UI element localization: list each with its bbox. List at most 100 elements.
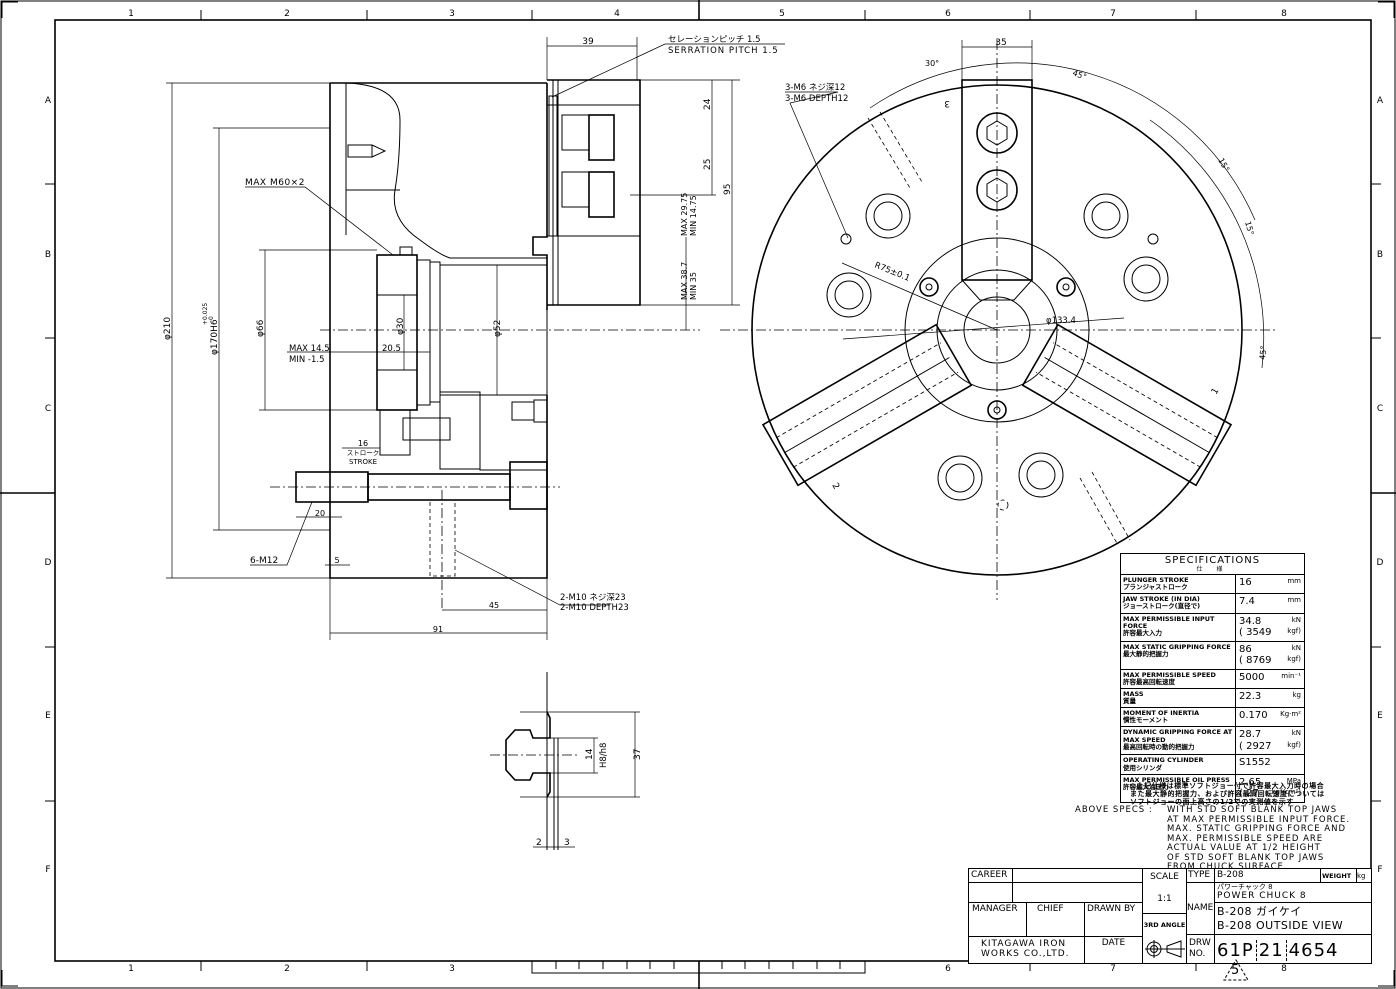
angle-30: 30° — [925, 59, 939, 68]
career-label: CAREER — [969, 869, 1013, 883]
spec-label-en: JAW STROKE (IN DIA) — [1123, 595, 1200, 604]
spec-value: 2.65 — [1239, 776, 1262, 788]
weight-unit: kg — [1357, 869, 1371, 883]
spec-value-cell: 22.3 kg — [1236, 689, 1304, 707]
name-label: NAME — [1187, 883, 1215, 935]
drawing-title: B-208 ガイケイ B-208 OUTSIDE VIEW — [1215, 903, 1371, 935]
zone-row-b-right: B — [1377, 250, 1383, 260]
stroke-label-jp: ストローク — [347, 449, 380, 457]
spec-label-jp: 最高回転時の動的把握力 — [1123, 742, 1195, 751]
dim-3: 3 — [564, 838, 570, 848]
spec-unit-alt: kgf) — [1287, 655, 1301, 664]
spec-label-jp: 質量 — [1123, 696, 1136, 705]
spec-label-jp: 使用シリンダ — [1123, 763, 1162, 772]
notes-label: ABOVE SPECS : — [1075, 805, 1153, 815]
spec-label-jp: 慣性モーメント — [1123, 716, 1169, 725]
type-value: B-208 — [1215, 869, 1321, 883]
m10-label-jp: 2-M10 ネジ深23 — [560, 593, 626, 603]
zone-col-2: 2 — [284, 9, 290, 19]
zone-row-c: C — [45, 404, 51, 414]
zone-col-3: 3 — [449, 9, 455, 19]
projection-symbol — [1143, 936, 1187, 963]
notes-jp-line: ソフトジョーの面上高さの1/2での実測値を示す — [1130, 798, 1294, 806]
dim-52: φ52 — [493, 320, 503, 337]
dim-14: 14 — [585, 748, 595, 760]
notes-en: ABOVE SPECS : WITH STD SOFT BLANK TOP JA… — [1075, 805, 1375, 873]
spec-unit: kg — [1292, 690, 1302, 699]
scale-bar — [531, 960, 866, 974]
spec-label-jp: 許容最大入力 — [1123, 628, 1162, 637]
notes-line: FROM CHUCK SURFACE. — [1167, 862, 1288, 872]
corner-mark — [1378, 1, 1395, 18]
m6-label: 3-M6 DEPTH12 — [785, 94, 848, 104]
spec-label-jp: 許容最大油圧力 — [1123, 782, 1169, 791]
dim-45: 45 — [489, 601, 499, 610]
zone-col-8: 8 — [1281, 9, 1287, 19]
notes-line: MAX. PERMISSIBLE SPEED ARE — [1167, 833, 1324, 844]
spec-value: 22.3 — [1239, 690, 1262, 702]
spec-value: S1552 — [1239, 757, 1271, 769]
spec-value: 16 — [1239, 577, 1252, 588]
stroke-min: MIN -1.5 — [289, 355, 325, 365]
spec-value: 34.8 — [1239, 615, 1262, 627]
zone-col-1: 1 — [128, 9, 134, 19]
dim-25: 25 — [703, 159, 713, 170]
angle-45-right: 45° — [1258, 345, 1268, 360]
dim-39: 39 — [582, 37, 594, 47]
jaw-number-3: 3 — [944, 98, 950, 108]
spec-label-en: MASS — [1123, 689, 1144, 698]
drawn-by-label: DRAWN BY — [1085, 903, 1143, 937]
spec-value-alt: ( 27 — [1239, 788, 1259, 800]
dim-170-tol-up: +0.025 — [202, 303, 209, 325]
thread-label: MAX M60×2 — [245, 178, 305, 188]
spec-unit-alt: kgf) — [1287, 740, 1301, 749]
company-name: KITAGAWA IRON WORKS CO.,LTD. — [969, 937, 1085, 963]
zone-col-7: 7 — [1110, 9, 1116, 19]
revision-triangle-icon — [1223, 959, 1249, 981]
scale-value: 1:1 — [1143, 886, 1187, 914]
spec-value-alt: ( 3549 — [1239, 627, 1272, 639]
jaw-number-2: 2 — [829, 482, 841, 492]
jaw-max-1: MAX 29.75 — [680, 193, 689, 236]
side-view-dimensions: 39 セレーションピッチ 1.5 SERRATION PITCH 1.5 24 … — [163, 35, 778, 634]
spec-label-jp: ジョーストローク(直径で) — [1123, 602, 1201, 611]
m10-label: 2-M10 DEPTH23 — [560, 603, 629, 613]
spec-unit: kN — [1291, 643, 1301, 652]
dim-24: 24 — [703, 98, 713, 110]
angle-15-a: 15° — [1216, 157, 1231, 174]
side-view — [166, 37, 785, 640]
zone-col-8-bottom: 8 — [1281, 964, 1287, 974]
spec-unit: kN — [1291, 615, 1301, 624]
drawing-number-part: 4654 — [1288, 940, 1339, 961]
angle-15-b: 15° — [1243, 220, 1255, 236]
notes-line: MAX. STATIC GRIPPING FORCE AND — [1167, 824, 1346, 834]
spec-value-cell: 34.8 kN ( 3549 kgf) — [1236, 614, 1304, 641]
company-line-2: WORKS CO.,LTD. — [981, 949, 1070, 959]
spec-notes: ○上記仕様は標準ソフトジョー付で許容最大入力時の場合 また最大静的把握力、および… — [1075, 782, 1375, 873]
weight-label: WEIGHT — [1321, 869, 1357, 883]
jaw-min-2: MIN 35 — [689, 272, 698, 300]
serration-label-jp: セレーションピッチ 1.5 — [668, 35, 761, 45]
spec-unit-alt: kgf) — [1287, 627, 1301, 636]
spec-value: 5000 — [1239, 671, 1265, 683]
spec-value-cell: S1552 — [1236, 755, 1304, 773]
spec-label-jp: 許容最高回転速度 — [1123, 677, 1175, 686]
stroke-max: MAX 14.5 — [289, 344, 330, 354]
fit-label: H8/h8 — [599, 743, 609, 768]
angle-45-top: 45° — [1071, 68, 1087, 81]
dim-170-tol-lo: 0 — [208, 316, 215, 320]
drw-label: DRW — [1189, 938, 1211, 948]
notes-jp-line: また最大静的把握力、および許容最高回転速度については — [1130, 790, 1325, 798]
company-line-1: KITAGAWA IRON — [981, 939, 1067, 949]
m6-label-jp: 3-M6 ネジ深12 — [785, 83, 845, 93]
